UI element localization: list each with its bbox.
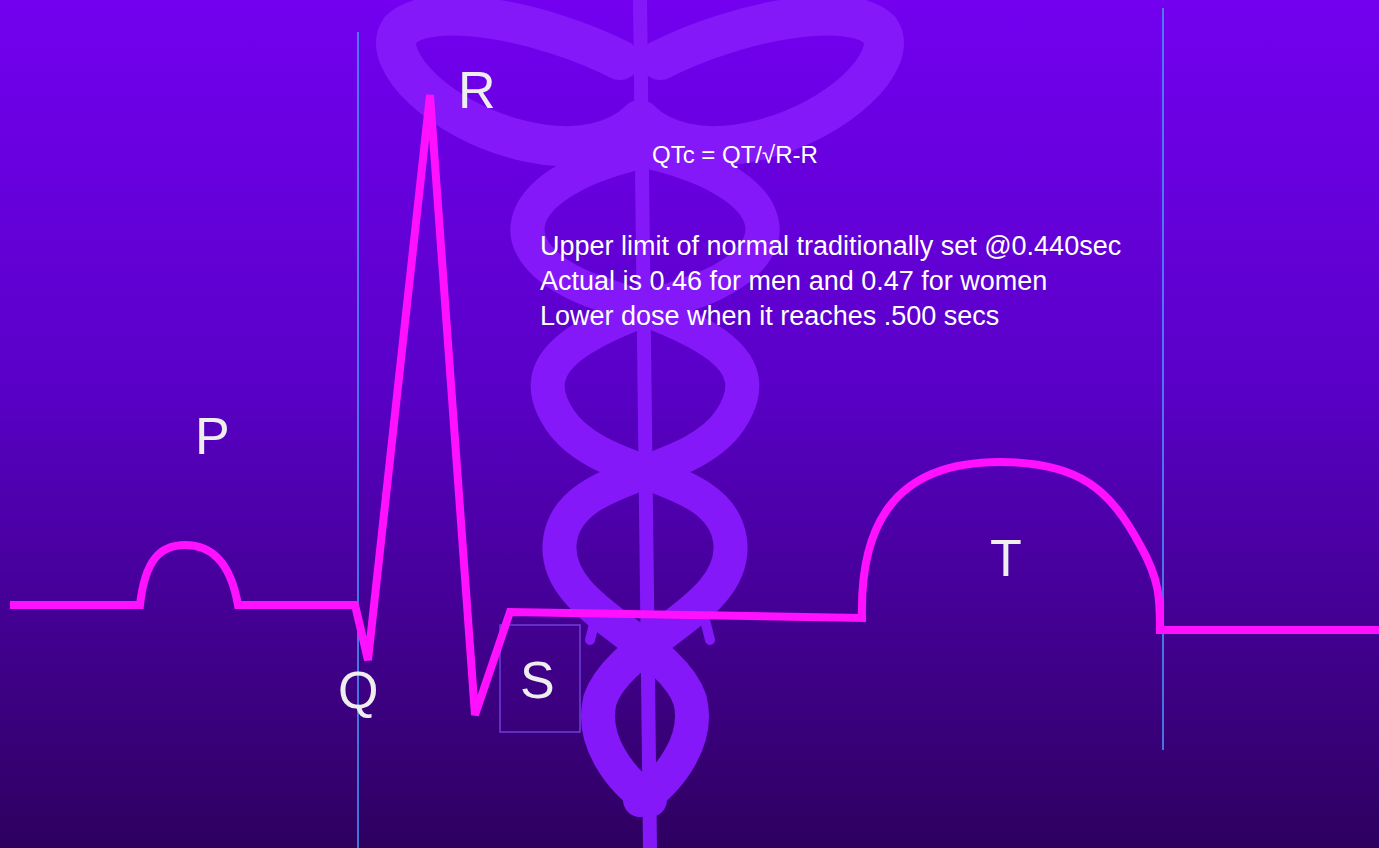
note-line: Lower dose when it reaches .500 secs xyxy=(540,302,999,332)
q-marker-line xyxy=(357,32,359,848)
wave-letter: Q xyxy=(338,662,378,719)
wave-letter: T xyxy=(990,530,1022,587)
wave-letter: P xyxy=(195,408,230,465)
qtc-formula: QTc = QT/√R-R xyxy=(652,142,818,168)
note-line: Actual is 0.46 for men and 0.47 for wome… xyxy=(540,267,1047,297)
t-end-marker-line xyxy=(1162,8,1164,750)
ecg-trace xyxy=(10,95,1379,715)
note-line: Upper limit of normal traditionally set … xyxy=(540,232,1121,262)
wave-letter: R xyxy=(458,62,496,119)
wave-letter: S xyxy=(520,652,555,709)
s-box xyxy=(500,625,580,732)
caduceus-watermark xyxy=(396,0,884,848)
